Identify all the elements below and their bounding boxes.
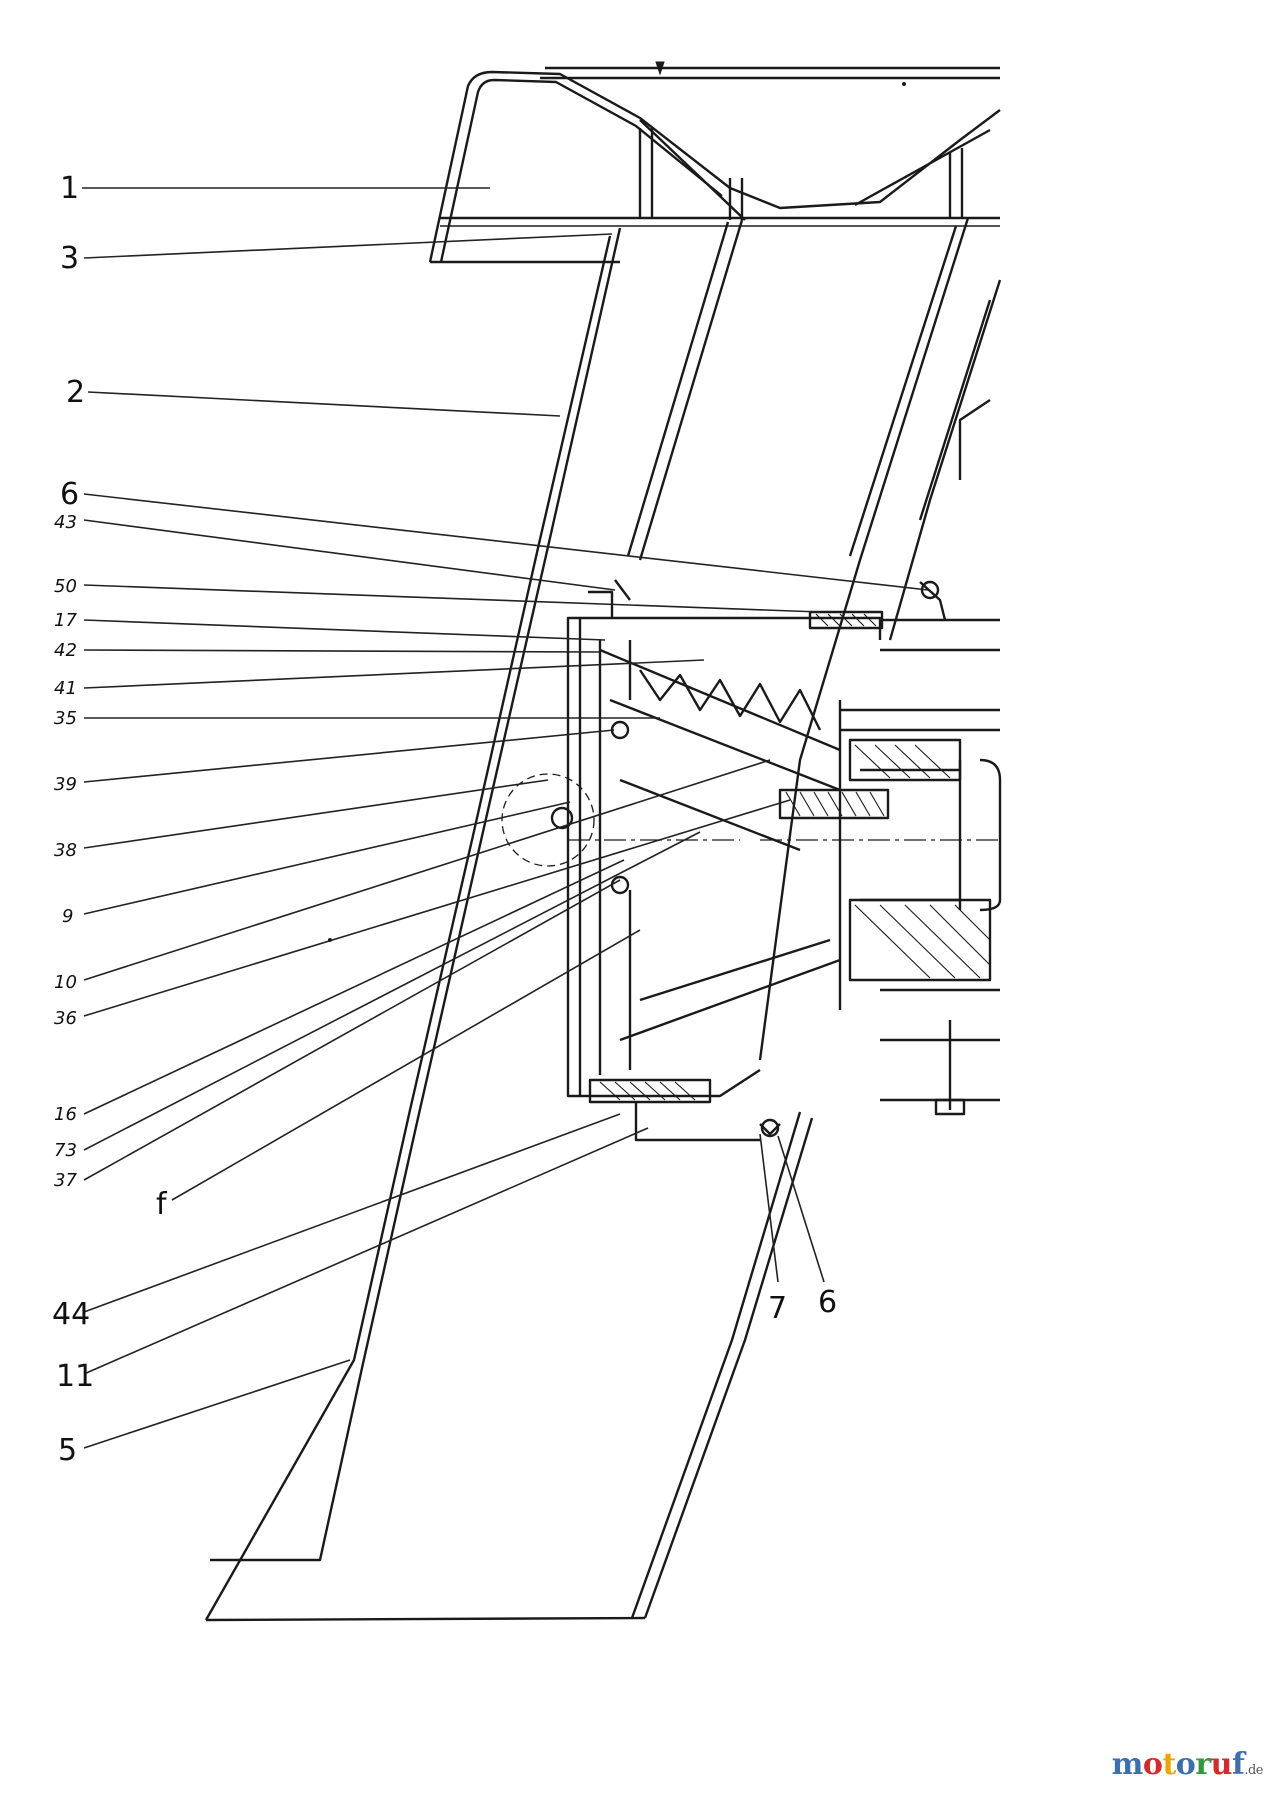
callout-5: 5	[58, 1433, 77, 1468]
callout-36: 36	[54, 1008, 77, 1029]
callout-73: 73	[54, 1140, 77, 1161]
leader-lines	[82, 187, 929, 1449]
watermark-letter: f	[1231, 1747, 1245, 1782]
watermark-tld: .de	[1244, 1763, 1263, 1778]
watermark-letter: m	[1111, 1747, 1144, 1782]
callout-17: 17	[54, 610, 77, 631]
fasteners	[328, 61, 940, 1138]
callout-9: 9	[62, 906, 73, 927]
callout-16: 16	[54, 1104, 77, 1125]
callout-11: 11	[56, 1359, 94, 1394]
callout-50: 50	[54, 576, 77, 597]
callout-labels: 1 3 2 6 43 50 17 42 41 35 39 38 9 10 36 …	[52, 171, 837, 1468]
motoruf-watermark: motoruf.de	[1112, 1747, 1264, 1782]
watermark-word: motoruf	[1112, 1747, 1245, 1782]
callout-41: 41	[54, 678, 77, 699]
callout-42: 42	[54, 640, 77, 661]
callout-2: 2	[66, 375, 85, 410]
watermark-letter: o	[1142, 1747, 1163, 1782]
discharge-chute	[204, 217, 1002, 1622]
callout-f: f	[156, 1187, 168, 1222]
callout-44: 44	[52, 1297, 90, 1332]
callout-35: 35	[54, 708, 77, 729]
watermark-letter: u	[1210, 1747, 1233, 1782]
callout-6-upper: 6	[60, 477, 79, 512]
callout-3: 3	[60, 241, 79, 276]
rotor-assembly	[501, 579, 947, 1142]
callout-10: 10	[54, 972, 77, 993]
callout-38: 38	[54, 840, 77, 861]
upper-cover	[428, 66, 1001, 264]
callout-43: 43	[54, 512, 77, 533]
callout-6-lower: 6	[818, 1285, 837, 1320]
watermark-letter: t	[1162, 1747, 1176, 1782]
shaft-bearing	[568, 618, 1002, 1116]
watermark-letter: r	[1195, 1747, 1211, 1782]
callout-37: 37	[54, 1170, 77, 1191]
callout-39: 39	[54, 774, 77, 795]
watermark-letter: o	[1175, 1747, 1196, 1782]
callout-1: 1	[60, 171, 79, 206]
callout-7: 7	[768, 1291, 787, 1326]
